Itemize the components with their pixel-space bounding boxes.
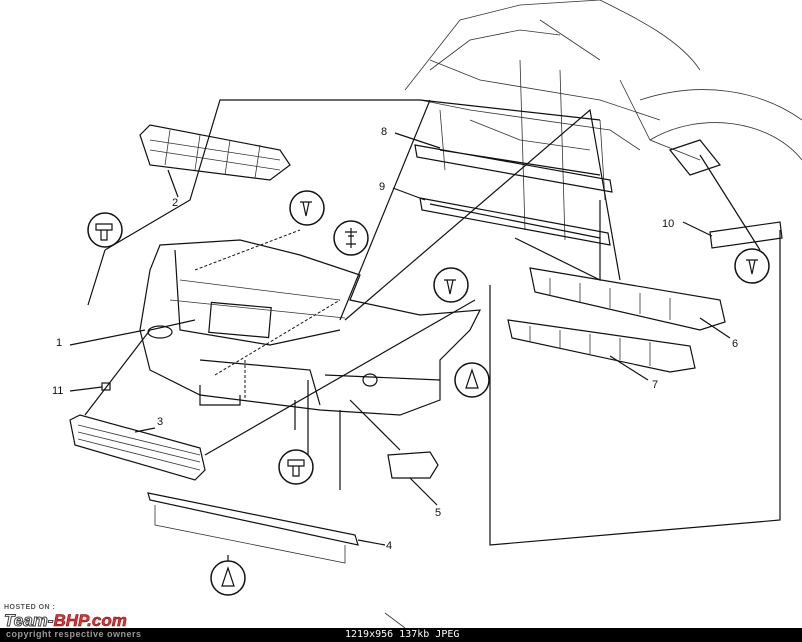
- callout-4: 4: [386, 540, 392, 552]
- part-6-absorber: [529, 267, 731, 339]
- bolt-icon: [278, 449, 314, 485]
- rivet-icon: [454, 362, 490, 398]
- copyright-text: copyright respective owners: [6, 629, 142, 639]
- callout-7: 7: [652, 379, 658, 391]
- callout-1: 1: [56, 337, 62, 349]
- team-bhp-logo: Team-BHP.com: [3, 611, 127, 630]
- callout-5: 5: [435, 507, 441, 519]
- part-8-reinforcement: [394, 132, 613, 193]
- logo-bhp: BHP.com: [53, 611, 127, 630]
- fastener-icons: [87, 190, 770, 596]
- callout-8: 8: [381, 126, 387, 138]
- part-11-clip: [69, 382, 111, 392]
- push-pin-icon: [289, 190, 325, 226]
- bumper-exploded-diagram: 1 2 3 4 5 6 7 8 9 10 11: [52, 0, 802, 628]
- part-5-fog-lamp-cover: [349, 399, 439, 506]
- callout-10: 10: [662, 218, 674, 230]
- callout-6: 6: [732, 338, 738, 350]
- callout-2: 2: [172, 197, 178, 209]
- rivet-icon: [210, 560, 246, 596]
- push-pin-icon: [433, 267, 469, 303]
- part-9-bumper-beam: [392, 187, 611, 246]
- bolt-icon: [87, 212, 123, 248]
- image-info: 1219x956 137kb JPEG: [345, 629, 460, 640]
- callout-3: 3: [157, 416, 163, 428]
- part-10-bracket: [668, 139, 783, 249]
- part-4-lower-trim: [147, 492, 386, 564]
- part-7-absorber: [507, 319, 696, 381]
- logo-team: Team-: [3, 611, 54, 630]
- part-1-bumper-fascia: [69, 239, 482, 416]
- hosted-on-label: HOSTED ON :: [4, 604, 56, 611]
- image-info-bar: copyright respective owners 1219x956 137…: [0, 628, 802, 642]
- clip-icon: [333, 220, 369, 256]
- car-body-outline: [404, 0, 802, 241]
- part-2-upper-grille: [139, 124, 291, 198]
- push-pin-icon: [734, 248, 770, 284]
- part-3-lower-grille: [69, 414, 206, 481]
- callout-9: 9: [379, 181, 385, 193]
- callout-11: 11: [52, 385, 63, 397]
